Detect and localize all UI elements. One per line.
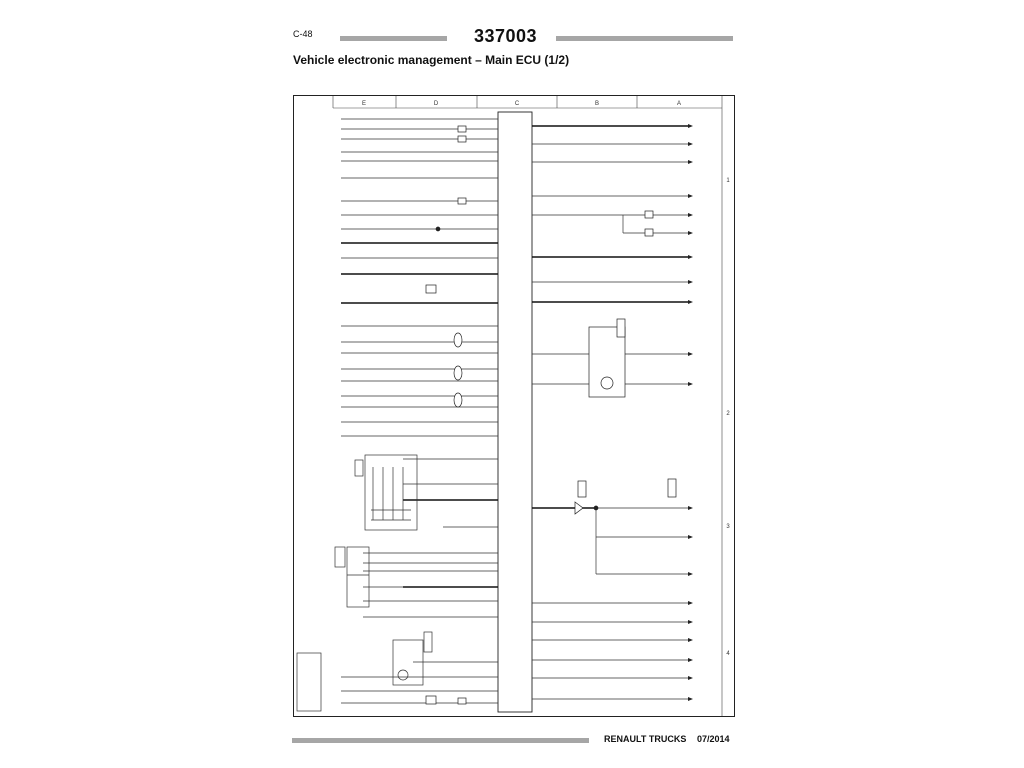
page-reference: C-48 — [293, 29, 313, 39]
column-label-c: C — [515, 101, 520, 107]
brand-name: RENAULT TRUCKS — [604, 734, 687, 744]
header-rule-right — [556, 36, 733, 41]
left-components — [425, 125, 467, 705]
relay-block — [334, 546, 433, 686]
row-label-1: 1 — [726, 178, 730, 184]
page-title: Vehicle electronic management – Main ECU… — [293, 53, 570, 67]
document-number: 337003 — [474, 26, 538, 46]
column-label-d: D — [434, 101, 439, 107]
diagram-frame — [293, 95, 735, 717]
main-ecu-block — [497, 111, 533, 713]
edition-date: 07/2014 — [697, 734, 730, 744]
ecu-reference-box — [296, 652, 322, 712]
row-label-3: 3 — [726, 524, 730, 530]
row-label-4: 4 — [726, 651, 730, 657]
left-wires-thick — [341, 242, 498, 588]
column-label-b: B — [595, 101, 599, 107]
column-label-a: A — [677, 101, 681, 107]
right-components — [574, 210, 677, 515]
right-wires-thick — [532, 125, 688, 509]
right-connector-arrows — [688, 124, 693, 701]
column-label-e: E — [362, 101, 366, 107]
footer-rule — [292, 738, 589, 743]
wiring-diagram: E D C B A 1 2 3 4 — [293, 95, 735, 717]
header-rule-left — [340, 36, 447, 41]
left-wires — [341, 118, 498, 704]
row-label-2: 2 — [726, 411, 730, 417]
switch-group — [354, 454, 418, 531]
